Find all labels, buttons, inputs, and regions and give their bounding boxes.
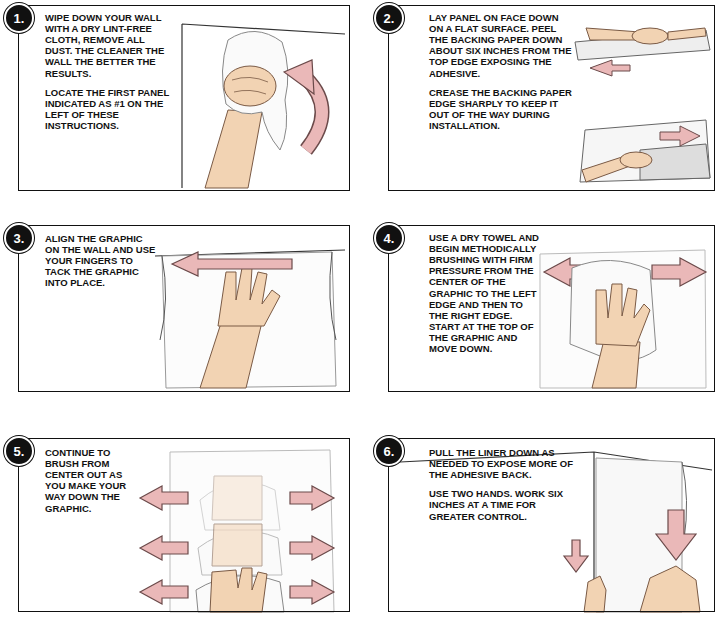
step-number-text: 2. bbox=[384, 12, 395, 25]
instruction-panel: USE A DRY TOWEL AND BEGIN METHODICALLY B… bbox=[388, 225, 715, 392]
arrow-down bbox=[564, 540, 588, 572]
hand-with-cloth bbox=[205, 31, 288, 188]
instruction-text: USE A DRY TOWEL AND BEGIN METHODICALLY B… bbox=[429, 232, 539, 354]
hand-with-towel bbox=[570, 260, 656, 388]
instruction-text: LOCATE THE FIRST PANEL INDICATED AS #1 O… bbox=[45, 87, 171, 131]
instruction-panel: ALIGN THE GRAPHIC ON THE WALL AND USE YO… bbox=[18, 225, 350, 392]
step-number: 2. bbox=[374, 3, 404, 33]
hands-sequence bbox=[196, 476, 284, 612]
arrow-left bbox=[140, 536, 188, 560]
hand bbox=[200, 268, 280, 388]
step-number: 6. bbox=[374, 436, 404, 466]
instruction-text: WIPE DOWN YOUR WALL WITH A DRY LINT-FREE… bbox=[45, 12, 171, 79]
arrow-left bbox=[172, 252, 292, 276]
graphic-sheet bbox=[170, 450, 334, 612]
instruction-text: PULL THE LINER DOWN AS NEEDED TO EXPOSE … bbox=[429, 447, 574, 480]
text-column: PULL THE LINER DOWN AS NEEDED TO EXPOSE … bbox=[429, 447, 574, 530]
step-number-text: 3. bbox=[14, 232, 25, 245]
arrow-right bbox=[290, 580, 334, 604]
step-number: 3. bbox=[4, 223, 34, 253]
arrow-right bbox=[290, 486, 334, 510]
instruction-text: ALIGN THE GRAPHIC ON THE WALL AND USE YO… bbox=[45, 233, 157, 289]
instruction-text: USE TWO HANDS. WORK SIX INCHES AT A TIME… bbox=[429, 488, 574, 521]
arrow-left bbox=[140, 580, 188, 604]
step-number-text: 6. bbox=[384, 445, 395, 458]
text-column: USE A DRY TOWEL AND BEGIN METHODICALLY B… bbox=[429, 232, 539, 362]
arrow-right bbox=[290, 536, 334, 560]
arrow-down bbox=[656, 510, 696, 560]
instruction-text: CONTINUE TO BRUSH FROM CENTER OUT AS YOU… bbox=[45, 447, 137, 514]
arrow-right bbox=[652, 258, 706, 286]
instruction-panel: WIPE DOWN YOUR WALL WITH A DRY LINT-FREE… bbox=[18, 5, 350, 191]
step-number-text: 4. bbox=[384, 232, 395, 245]
text-column: LAY PANEL ON FACE DOWN ON A FLAT SURFACE… bbox=[429, 12, 574, 139]
wall-line bbox=[182, 24, 345, 188]
instruction-panel: PULL THE LINER DOWN AS NEEDED TO EXPOSE … bbox=[388, 438, 715, 612]
instruction-text: CREASE THE BACKING PAPER EDGE SHARPLY TO… bbox=[429, 87, 574, 131]
text-column: ALIGN THE GRAPHIC ON THE WALL AND USE YO… bbox=[45, 233, 157, 297]
graphic-sheet bbox=[160, 252, 336, 388]
hands bbox=[584, 566, 700, 612]
text-column: CONTINUE TO BRUSH FROM CENTER OUT AS YOU… bbox=[45, 447, 137, 522]
text-column: WIPE DOWN YOUR WALL WITH A DRY LINT-FREE… bbox=[45, 12, 171, 139]
step-number: 5. bbox=[4, 436, 34, 466]
instruction-panel: LAY PANEL ON FACE DOWN ON A FLAT SURFACE… bbox=[388, 5, 715, 191]
step-number: 4. bbox=[374, 223, 404, 253]
arrow-left bbox=[140, 486, 188, 510]
curved-arrow bbox=[284, 60, 322, 150]
instruction-panel: CONTINUE TO BRUSH FROM CENTER OUT AS YOU… bbox=[18, 438, 350, 612]
panel-on-table bbox=[575, 28, 710, 182]
graphic-sheet bbox=[540, 250, 706, 388]
step-number-text: 1. bbox=[14, 12, 25, 25]
step-number-text: 5. bbox=[14, 445, 25, 458]
instruction-text: LAY PANEL ON FACE DOWN ON A FLAT SURFACE… bbox=[429, 12, 574, 79]
step-number: 1. bbox=[4, 3, 34, 33]
